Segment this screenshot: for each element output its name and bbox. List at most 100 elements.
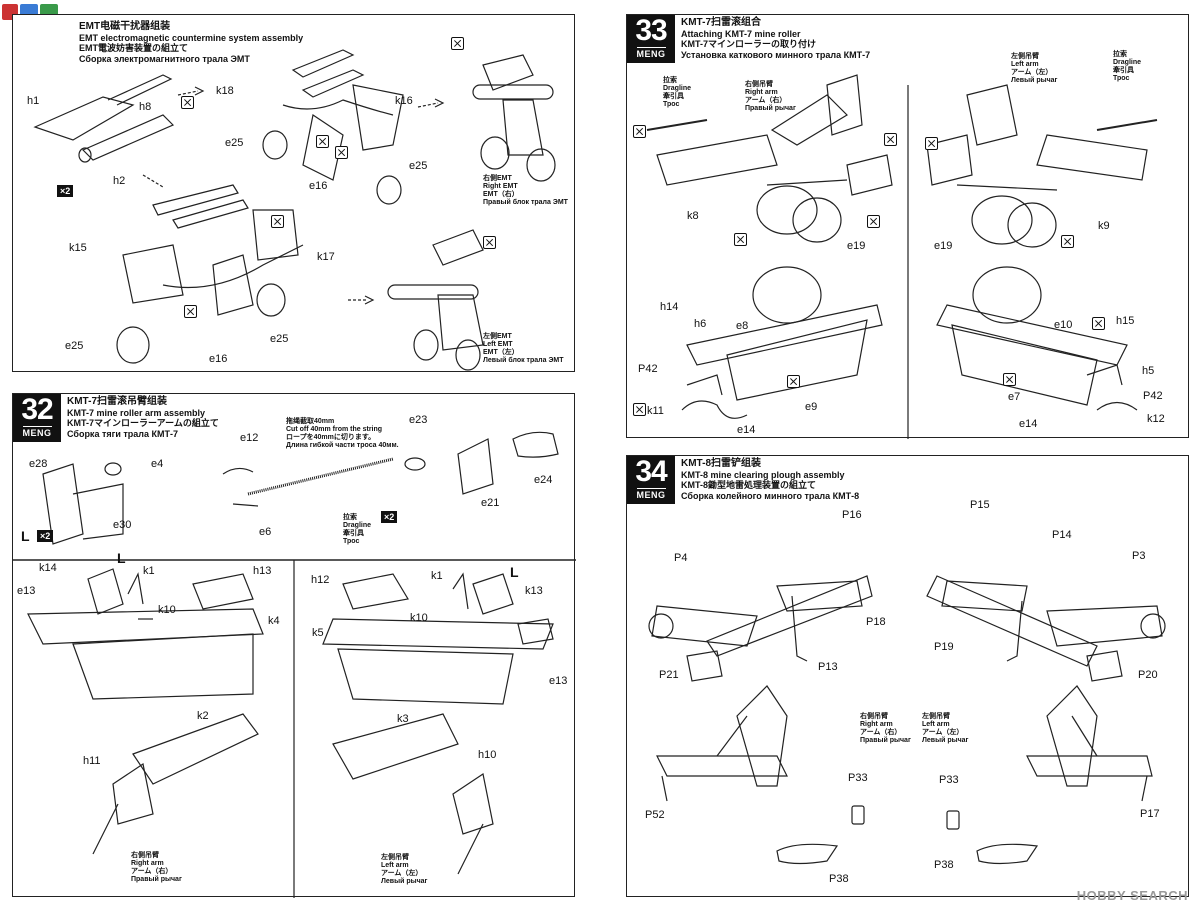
caption-ru: Левый блок трала ЭМТ [483,357,564,364]
caption-en: Dragline [343,522,372,529]
part-P19: P19 [934,641,954,653]
step-31-diagram [33,49,556,371]
caption-ja: 牽引具 [343,530,364,537]
left-side-marker: L [21,528,30,544]
dragline-caption: 拉索 Dragline 牽引具 Трос [343,514,371,546]
caption-zh: 左側吊臂 [381,854,409,861]
caption-en: Dragline [663,85,692,92]
caption-zh: 左側EMT [483,333,512,340]
part-e25-d: e25 [65,340,84,352]
part-h12: h12 [311,574,330,586]
part-k2: k2 [197,710,209,722]
step-title-zh: KMT-7扫雷滚吊臂组装 [67,396,167,407]
part-k18: k18 [216,85,234,97]
part-h8: h8 [139,101,152,113]
quantity-badge: ×2 [381,511,398,523]
step-34-panel: 34 MENG KMT-8扫雷铲组装 KMT-8 mine clearing p… [626,455,1189,897]
right-arm-caption: 右側吊臂 Right arm アーム（右） Правый рычаг [131,852,182,884]
part-k1-a: k1 [143,565,155,577]
part-e23: e23 [409,414,428,426]
glue-marker [787,375,800,388]
left-side-marker: L [117,550,126,566]
caption-ja: アーム（左） [381,870,423,877]
part-P15: P15 [970,499,990,511]
left-emt-caption: 左側EMT Left EMT EMT（左） Левый блок трала Э… [483,333,564,365]
step-number-box: 32 MENG [13,394,61,442]
note-ja: ロープを40mmに切ります。 [286,434,376,441]
glue-marker [181,96,194,109]
part-h1: h1 [27,95,40,107]
glue-marker [451,37,464,50]
glue-marker [633,403,646,416]
caption-en: Right arm [131,860,164,867]
part-h14: h14 [660,301,679,313]
part-P33-a: P33 [848,772,868,784]
part-k4: k4 [268,615,280,627]
glue-marker [1061,235,1074,248]
caption-zh: 拉索 [1113,51,1127,58]
caption-zh: 右側吊臂 [860,713,888,720]
right-arm-caption: 右侧吊臂 Right arm アーム（右） Правый рычаг [745,81,796,113]
part-e12: e12 [240,432,259,444]
caption-ja: EMT（右） [483,191,519,198]
part-e6: e6 [259,526,272,538]
step-32-panel: 32 MENG KMT-7扫雷滚吊臂组装 KMT-7 mine roller a… [12,393,576,898]
step-31-titles: EMT电磁干扰器组装 EMT electromagnetic countermi… [73,19,303,64]
part-h2: h2 [113,175,126,187]
part-h11: h11 [83,755,101,767]
part-e14-a: e14 [737,424,756,436]
glue-marker [867,215,880,228]
step-33-header: 33 MENG KMT-7扫雷滚组合 Attaching KMT-7 mine … [627,15,870,63]
caption-en: Right arm [860,721,893,728]
step-number: 32 [21,393,53,426]
step-title-ja: EMT電波妨害装置の組立て [79,43,188,53]
part-P38-b: P38 [934,859,954,871]
caption-ru: Левый рычаг [922,737,969,744]
part-e25-b: e25 [409,160,428,172]
watermark: HOBBY SEARCH [1076,888,1188,903]
part-k16: k16 [395,95,413,107]
glue-marker [335,146,348,159]
caption-en: Right EMT [483,183,518,190]
step-title-en: KMT-8 mine clearing plough assembly [681,469,845,480]
glue-marker [734,233,747,246]
step-title-ru: Установка каткового минного трала КМТ-7 [681,49,871,60]
part-k5: k5 [312,627,324,639]
step-title-zh: KMT-8扫雷铲组装 [681,458,761,469]
part-P17: P17 [1140,808,1160,820]
step-title-zh: EMT电磁干扰器组装 [79,21,171,32]
step-title-zh: KMT-7扫雷滚组合 [681,17,761,28]
quantity-badge: ×2 [37,530,54,542]
part-k11: k11 [647,405,664,417]
caption-ja: アーム（右） [860,729,902,736]
note-ru: Длина гибкой части троса 40мм. [286,442,399,449]
step-32-header: 32 MENG KMT-7扫雷滚吊臂组装 KMT-7 mine roller a… [13,394,219,442]
part-e7: e7 [1008,391,1021,403]
part-e14-b: e14 [1019,418,1038,430]
caption-ru: Трос [343,538,360,545]
part-k12: k12 [1147,413,1165,425]
step-title-ja: KMT-7マインローラーの取り付け [681,39,817,49]
part-P14: P14 [1052,529,1072,541]
part-P52: P52 [645,809,665,821]
caption-ja: アーム（左） [1011,69,1053,76]
part-e25-c: e25 [270,333,289,345]
step-32-titles: KMT-7扫雷滚吊臂组装 KMT-7 mine roller arm assem… [61,394,219,442]
part-e10: e10 [1054,319,1073,331]
step-number-box: 34 MENG [627,456,675,504]
caption-ru: Левый рычаг [1011,77,1058,84]
glue-marker [271,215,284,228]
caption-en: Left arm [381,862,409,869]
caption-ja: EMT（左） [483,349,519,356]
step-number: 33 [635,14,667,47]
part-P38-a: P38 [829,873,849,885]
part-k3: k3 [397,713,409,725]
quantity-badge: ×2 [57,185,74,197]
step-34-diagram [648,575,1166,865]
part-e19-a: e19 [847,240,866,252]
part-h13: h13 [253,565,272,577]
caption-zh: 右側EMT [483,175,512,182]
caption-en: Dragline [1113,59,1142,66]
part-P33-b: P33 [939,774,959,786]
caption-zh: 拉索 [343,514,357,521]
